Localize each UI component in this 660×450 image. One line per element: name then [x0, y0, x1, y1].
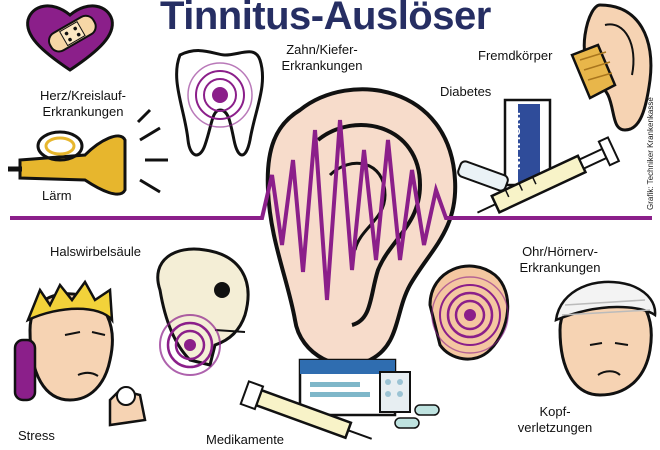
- skull-icon: [156, 247, 250, 376]
- page-title: Tinnitus-Auslöser: [160, 0, 491, 38]
- insulin-syringe-icon: [457, 98, 621, 214]
- medication-icon: [239, 358, 440, 440]
- ear-with-plug-icon: [570, 3, 653, 132]
- stressed-man-icon: [13, 279, 147, 427]
- image-credit: Grafik: Techniker Krankenkasse: [646, 97, 655, 210]
- label-herz-kreislauf: Herz/Kreislauf-Erkrankungen: [40, 88, 126, 119]
- label-stress: Stress: [18, 428, 55, 443]
- heart-with-bandage-icon: [26, 4, 114, 72]
- horn-icon: [8, 108, 168, 196]
- label-fremdkoerper: Fremdkörper: [478, 48, 553, 63]
- inner-ear-icon: [428, 264, 510, 361]
- label-ohr-hoernerv: Ohr/Hörnerv-Erkrankungen: [519, 244, 601, 275]
- insulin-box-label: INSULIN: [508, 112, 523, 171]
- label-diabetes: Diabetes: [440, 84, 492, 99]
- label-halswirbelsaeule: Halswirbelsäule: [50, 244, 142, 259]
- label-laerm: Lärm: [42, 188, 72, 203]
- label-medikamente: Medikamente: [206, 432, 285, 447]
- tooth-icon: [175, 49, 265, 157]
- tinnitus-waveform: [10, 119, 652, 301]
- label-kopfverletzungen: Kopf-verletzungen: [517, 404, 593, 435]
- label-zahn-kiefer: Zahn/Kiefer-Erkrankungen: [281, 42, 363, 73]
- bandaged-head-icon: [554, 280, 657, 397]
